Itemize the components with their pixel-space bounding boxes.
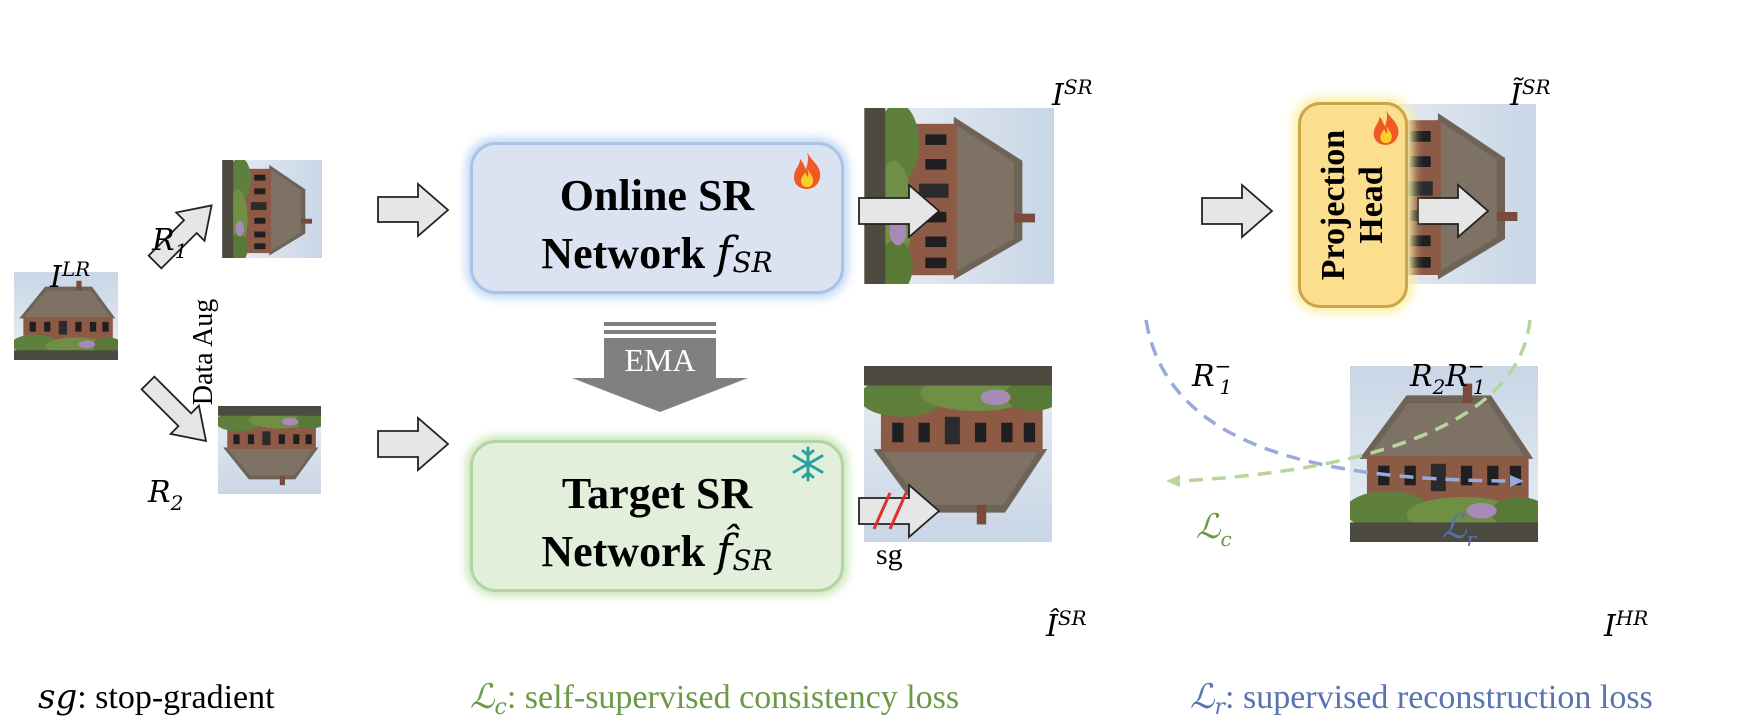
projection-line2: Head [1353, 166, 1390, 244]
label-isr-hat-base: Î [1046, 609, 1058, 644]
target-sr-network: Target SR Network f̂SR [470, 440, 844, 592]
label-r1: R1 [152, 223, 187, 262]
legend-lr-symbol: ℒ [1190, 677, 1215, 717]
label-r2r1-sub2: 1 [1472, 375, 1486, 399]
legend-consistency-loss: ℒc: self-supervised consistency loss [470, 677, 960, 719]
arrow-online-out [858, 183, 941, 239]
label-isr-tilde-sup: SR [1521, 75, 1551, 99]
label-r1-sub: 1 [174, 239, 188, 263]
aug-r1-arrow [147, 204, 213, 270]
label-isr-hat-sup: SR [1057, 606, 1087, 630]
target-func-symbol: f̂ [716, 526, 733, 577]
legend-sg-text: : stop-gradient [77, 679, 275, 716]
label-r1-base: R [152, 223, 175, 258]
target-line2: Network f̂SR [473, 523, 841, 586]
legend-lc-sub: c [494, 695, 507, 720]
target-line1: Target SR [561, 469, 753, 518]
arrow-to-target [377, 416, 450, 472]
fire-icon [790, 150, 824, 195]
arrow-projection-out [1417, 183, 1490, 239]
label-lc-sub: c [1220, 527, 1232, 551]
label-r2r1-sub1: 2 [1432, 375, 1446, 399]
reconstruction-curve [1144, 319, 1511, 483]
label-ihr-base: I [1604, 609, 1616, 644]
label-r2r1-sup2: − [1467, 354, 1485, 378]
label-lr: ILR [50, 259, 90, 295]
label-isr-tilde-base: Ĩ [1510, 78, 1522, 113]
legend-lc-symbol: ℒ [470, 677, 495, 717]
label-r2-sub: 2 [170, 491, 184, 515]
label-r2r1-base2: R [1445, 359, 1468, 394]
label-sg: sg [876, 538, 903, 571]
arrow-to-online [377, 182, 450, 238]
label-ihr: IHR [1604, 608, 1648, 644]
label-r1-inverse-sup: − [1214, 354, 1232, 378]
online-line2: Network fSR [473, 225, 841, 288]
label-lr-base: I [50, 260, 62, 295]
label-isr-base: I [1052, 78, 1064, 113]
aug-r2-arrow [140, 375, 208, 443]
label-r1-inverse-base: R [1192, 359, 1215, 394]
online-line1: Online SR [559, 171, 755, 220]
reconstruction-arrowhead [1510, 475, 1524, 487]
legend-lr-text: : supervised reconstruction loss [1225, 679, 1653, 716]
arrow-to-projection [1201, 183, 1274, 239]
label-lr-loss-sub: r [1466, 527, 1477, 551]
online-network-word: Network [541, 229, 717, 278]
label-consistency-loss: ℒc [1196, 507, 1232, 549]
projection-head-text: Projection Head [1315, 130, 1391, 280]
label-r2: R2 [148, 475, 183, 514]
label-ihr-sup: HR [1615, 606, 1649, 630]
label-isr-hat: ÎSR [1046, 608, 1087, 644]
snowflake-icon [790, 446, 826, 487]
label-r2-base: R [148, 475, 171, 510]
stop-gradient-marks [872, 492, 908, 530]
target-func-sub: SR [732, 544, 773, 577]
legend-reconstruction-loss: ℒr: supervised reconstruction loss [1190, 677, 1653, 719]
label-r1-inverse: R−1 [1192, 356, 1232, 397]
legend-lr-sub: r [1214, 695, 1226, 720]
label-isr: ISR [1052, 77, 1093, 113]
label-lc-base: ℒ [1196, 507, 1221, 547]
online-func-symbol: f [716, 228, 733, 279]
label-data-aug: Data Aug [188, 298, 219, 406]
label-isr-tilde: ĨSR [1510, 77, 1551, 113]
projection-line1: Projection [1315, 129, 1352, 281]
target-network-word: Network [541, 527, 717, 576]
online-sr-network: Online SR Network fSR [470, 142, 844, 294]
label-lr-loss-base: ℒ [1442, 507, 1467, 547]
ema-label: EMA [624, 342, 696, 378]
ema-arrow [572, 322, 748, 412]
label-r2r1-base1: R [1410, 359, 1433, 394]
online-func: fSR [716, 228, 773, 279]
label-isr-sup: SR [1063, 75, 1093, 99]
consistency-arrowhead [1166, 475, 1180, 487]
target-func: f̂SR [716, 526, 773, 577]
legend-stop-gradient: sg: stop-gradient [38, 680, 275, 715]
legend-sg-symbol: sg [38, 677, 78, 717]
label-reconstruction-loss: ℒr [1442, 507, 1476, 549]
consistency-curve [1179, 319, 1532, 483]
fire-icon [1370, 108, 1402, 151]
label-lr-sup: LR [61, 257, 91, 281]
label-r2r1-inverse: R2R−1 [1410, 356, 1485, 397]
online-func-sub: SR [732, 246, 773, 279]
label-r1-inverse-sub: 1 [1219, 375, 1233, 399]
legend-lc-text: : self-supervised consistency loss [506, 679, 960, 716]
